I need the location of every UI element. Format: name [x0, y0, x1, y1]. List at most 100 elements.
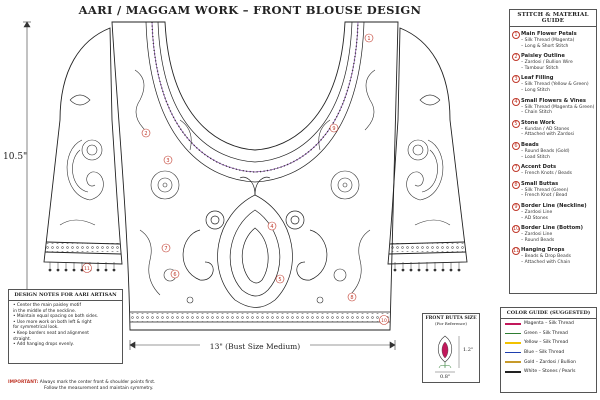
- note-line: for symmetrical look.: [13, 325, 59, 331]
- right-sleeve: [387, 27, 468, 265]
- note-line: in the middle of the neckline.: [13, 308, 77, 314]
- guide-item-number: 8: [512, 180, 520, 189]
- marker-11: 11: [82, 263, 92, 273]
- guide-item-detail: – Zardosi / Bullion Wire: [521, 60, 573, 66]
- guide-item-number: 3: [512, 75, 520, 84]
- color-guide-row: Magenta – Silk Thread: [501, 319, 596, 329]
- guide-item-detail: – Round Beads: [521, 237, 555, 243]
- color-guide-row: Yellow – Silk Thread: [501, 338, 596, 348]
- left-sleeve-paisley: [59, 94, 104, 226]
- svg-text:5: 5: [278, 277, 281, 283]
- guide-item-detail: – Zardosi Line: [521, 232, 553, 238]
- guide-item-title: Accent Dots: [521, 164, 557, 171]
- important-line-2: Follow the measurement and maintain symm…: [44, 385, 154, 391]
- guide-item-detail: – French Knots / Beads: [521, 171, 572, 177]
- color-guide-label: Green – Silk Thread: [524, 330, 568, 336]
- guide-item-title: Main Flower Petals: [521, 31, 577, 37]
- guide-item-number: 11: [512, 247, 520, 256]
- guide-item-detail: – French Knot / Bead: [521, 193, 568, 199]
- center-paisley-motif: [182, 176, 328, 308]
- guide-item-detail: – Silk Thread (Green): [521, 187, 569, 193]
- notes-heading: DESIGN NOTES FOR AARI ARTISAN: [9, 290, 122, 301]
- marker-4: 4: [267, 221, 277, 231]
- note-line: straight.: [13, 336, 32, 342]
- guide-item-number: 2: [512, 53, 520, 62]
- guide-item-number: 1: [512, 31, 520, 39]
- color-swatch-line: [505, 342, 521, 344]
- guide-item-detail: – Silk Thread (Magenta & Green): [521, 104, 595, 110]
- marker-3: 3: [163, 155, 173, 165]
- guide-item-detail: – AD Stones: [521, 215, 548, 221]
- svg-text:8: 8: [350, 295, 353, 301]
- guide-item-title: Border Line (Neckline): [521, 202, 587, 209]
- guide-item-detail: – Tambour Stitch: [521, 65, 559, 71]
- guide-item-detail: – Attached with Zardosi: [521, 132, 575, 138]
- guide-item-detail: – Load Stitch: [521, 154, 550, 160]
- color-swatch-line: [505, 351, 521, 354]
- guide-item-detail: – Long Stitch: [521, 87, 550, 93]
- butta-width-label: 0.8": [440, 374, 451, 380]
- color-guide: COLOR GUIDE (SUGGESTED) Magenta – Silk T…: [500, 307, 597, 393]
- page-title: AARI / MAGGAM WORK – FRONT BLOUSE DESIGN: [78, 3, 422, 17]
- front-butta-size: FRONT BUTTA SIZE (For Reference) 1.2" 0.…: [422, 313, 480, 383]
- marker-5: 5: [275, 274, 285, 284]
- guide-item-detail: – Zardosi Line: [521, 209, 553, 215]
- design-notes: DESIGN NOTES FOR AARI ARTISAN • Center t…: [8, 289, 123, 364]
- guide-item-detail: – Attached with Chain: [521, 259, 571, 265]
- bodice-outline: [111, 21, 399, 331]
- butta-heading: FRONT BUTTA SIZE: [425, 316, 477, 321]
- color-swatch-line: [505, 361, 521, 363]
- left-sleeve: [43, 27, 123, 265]
- guide-item-detail: – Long & Short Stitch: [521, 43, 569, 49]
- guide-item-title: Small Buttas: [521, 180, 559, 187]
- color-guide-row: White – Stones / Pearls: [501, 367, 596, 377]
- bodice-side-florals: [134, 69, 376, 304]
- color-guide-label: Magenta – Silk Thread: [524, 321, 574, 327]
- svg-text:10: 10: [381, 318, 387, 324]
- guide-item-detail: – Chain Stitch: [521, 110, 552, 116]
- guide-item-detail: – Kundan / AD Stones: [521, 126, 570, 132]
- svg-text:11: 11: [84, 266, 90, 272]
- guide-item-detail: – Beads & Drop Beads: [521, 254, 571, 260]
- svg-text:6: 6: [173, 272, 176, 278]
- important-label: IMPORTANT:: [8, 380, 39, 385]
- color-guide-heading: COLOR GUIDE (SUGGESTED): [501, 308, 596, 319]
- color-guide-row: Gold – Zardosi / Bullion: [501, 357, 596, 367]
- marker-6: 6: [170, 269, 180, 279]
- color-guide-label: Gold – Zardosi / Bullion: [524, 359, 576, 365]
- guide-item-title: Hanging Drops: [521, 247, 565, 254]
- right-sleeve-paisley: [406, 94, 451, 226]
- height-dimension-label: 10.5": [3, 152, 28, 162]
- neckline-border: [145, 21, 365, 183]
- marker-7: 7: [161, 243, 171, 253]
- butta-subheading: (For Reference): [435, 321, 467, 326]
- marker-10: 10: [379, 315, 389, 325]
- color-guide-label: Blue – Silk Thread: [524, 350, 565, 356]
- svg-text:7: 7: [164, 246, 167, 252]
- marker-8: 8: [347, 292, 357, 302]
- color-swatch-line: [505, 332, 521, 335]
- guide-item-detail: – Round Beads (Gold): [521, 148, 570, 154]
- note-line: • Use more work on both left & right: [13, 319, 92, 325]
- guide-item-title: Border Line (Bottom): [521, 225, 583, 232]
- right-sleeve-hanging-drops: [393, 262, 461, 272]
- note-line: • Center the main paisley motif: [13, 303, 81, 308]
- guide-item-number: 4: [512, 97, 520, 106]
- important-line-1: Always mark the center front & shoulder …: [39, 380, 156, 385]
- note-line: • Maintain equal spacing on both sides.: [13, 314, 99, 320]
- guide-item-number: 7: [512, 164, 520, 173]
- guide-item-number: 10: [512, 225, 520, 234]
- color-guide-row: Blue – Silk Thread: [501, 348, 596, 358]
- guide-item-detail: – Silk Thread (Yellow & Green): [521, 82, 589, 88]
- color-guide-row: Green – Silk Thread: [501, 329, 596, 339]
- svg-text:1: 1: [367, 36, 370, 42]
